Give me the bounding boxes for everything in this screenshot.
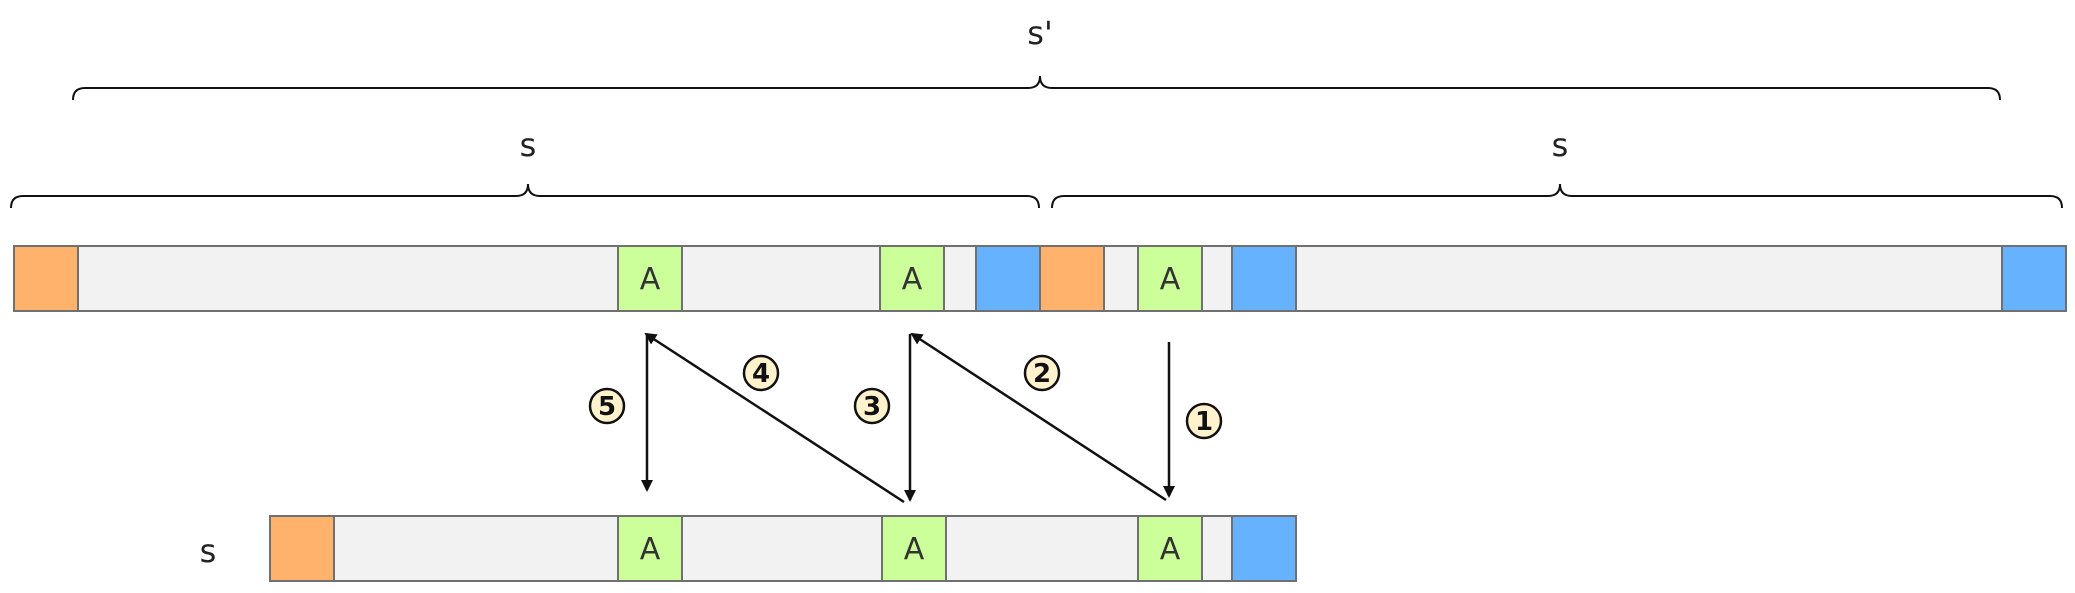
- arrows: [641, 332, 1175, 504]
- end-marker-cell: [1231, 515, 1297, 582]
- arrow-step-2: [910, 332, 1167, 502]
- start-marker-cell: [1039, 245, 1105, 312]
- s-left-brace: [10, 183, 1040, 209]
- step-badge-2: 2: [1023, 354, 1061, 392]
- top-strip: A A A: [13, 245, 2067, 312]
- match-cell: [1137, 515, 1203, 582]
- svg-text:4: 4: [752, 359, 770, 389]
- start-marker-cell: [13, 245, 79, 312]
- match-cell: [879, 245, 945, 312]
- s-prime-brace: [72, 75, 2001, 101]
- bottom-strip: A A A: [269, 515, 1297, 582]
- s-bottom-label: s: [200, 532, 217, 570]
- match-cell: [881, 515, 947, 582]
- arrow-step-4: [644, 332, 905, 504]
- end-marker-cell: [975, 245, 1041, 312]
- svg-text:1: 1: [1195, 407, 1213, 437]
- match-cell-label: A: [640, 262, 661, 297]
- match-cell: [1137, 245, 1203, 312]
- match-cell: [617, 515, 683, 582]
- end-marker-cell: [2001, 245, 2067, 312]
- s-right-label: s: [1552, 126, 1569, 164]
- svg-text:5: 5: [598, 392, 616, 422]
- match-cell-label: A: [640, 532, 661, 567]
- s-left-label: s: [520, 126, 537, 164]
- bottom-strip-background: [269, 515, 1297, 582]
- s-prime-label: s': [1027, 14, 1052, 52]
- step-badge-1: 1: [1185, 402, 1223, 440]
- s-right-brace: [1051, 183, 2063, 209]
- match-cell-label: A: [1160, 532, 1181, 567]
- match-cell-label: A: [1160, 262, 1181, 297]
- end-marker-cell: [1231, 245, 1297, 312]
- step-badge-3: 3: [853, 387, 891, 425]
- match-cell: [617, 245, 683, 312]
- match-cell-label: A: [904, 532, 925, 567]
- step-badge-4: 4: [742, 354, 780, 392]
- svg-text:3: 3: [863, 392, 881, 422]
- start-marker-cell: [269, 515, 335, 582]
- step-badges: 1 2 3 4 5: [588, 354, 1223, 440]
- match-cell-label: A: [902, 262, 923, 297]
- svg-text:2: 2: [1033, 359, 1051, 389]
- step-badge-5: 5: [588, 387, 626, 425]
